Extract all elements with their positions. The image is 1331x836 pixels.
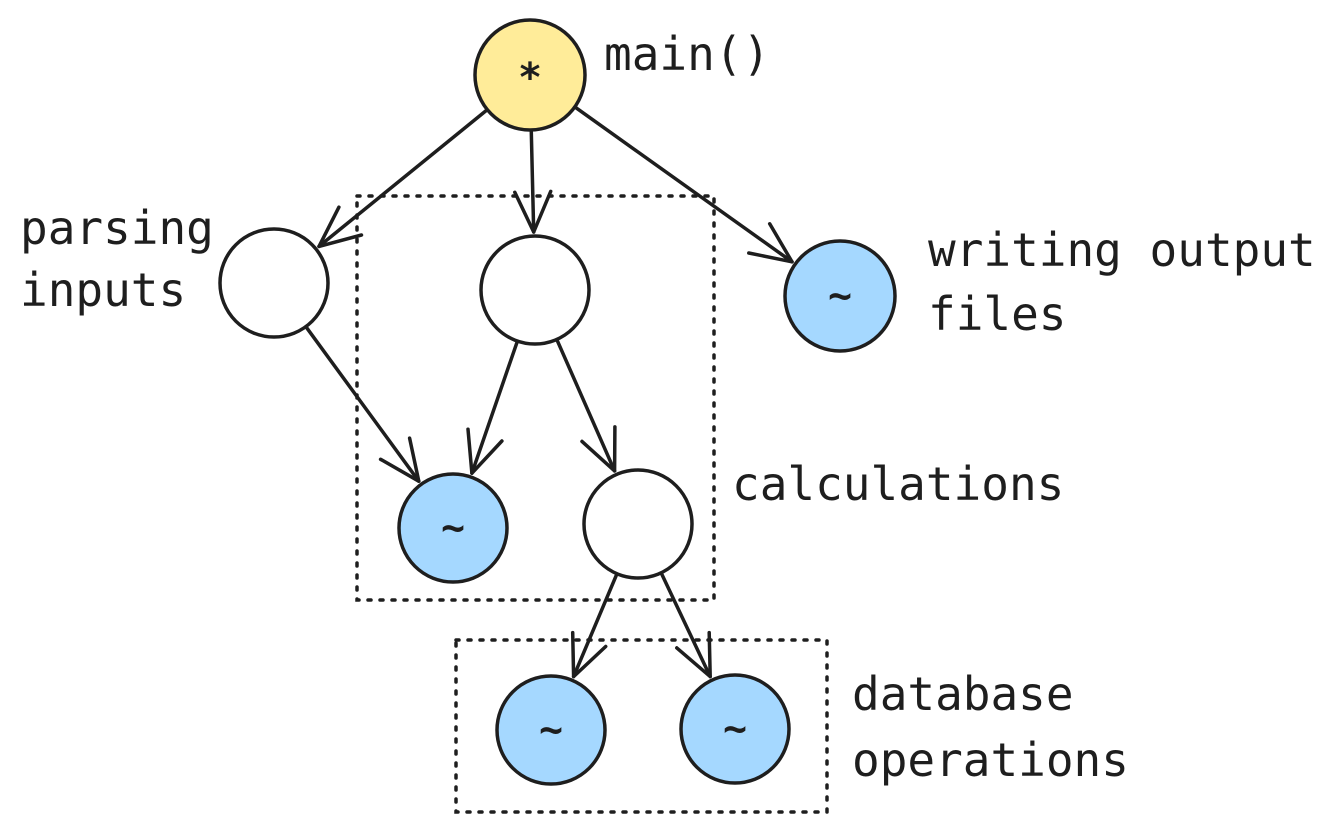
arrowhead-icon: [378, 436, 421, 483]
edge-calc-sub-to-db-2: [660, 572, 712, 679]
arrowhead-icon: [675, 630, 712, 679]
root-node-circle: [473, 18, 587, 132]
label-writing-line1: writing output: [928, 223, 1316, 277]
tilde-icon: ~: [441, 505, 465, 551]
label-database-line2: operations: [852, 733, 1129, 787]
tilde-icon: ~: [539, 707, 563, 753]
node-db-2: ~: [679, 673, 791, 785]
node-root: *: [473, 18, 587, 132]
arrowhead-icon: [580, 425, 617, 473]
label-database-line1: database: [852, 667, 1074, 721]
node-calc-io: ~: [397, 472, 509, 584]
edge-line: [529, 130, 536, 234]
tilde-icon: ~: [723, 706, 747, 752]
edge-root-to-writing: [574, 106, 794, 264]
edge-calc-top-to-calc-io: [466, 341, 519, 475]
db-1-node-circle: [495, 674, 607, 786]
asterisk-icon: *: [518, 55, 542, 101]
edge-line: [660, 572, 712, 679]
label-main: main(): [604, 27, 770, 81]
node-db-1: ~: [495, 674, 607, 786]
tilde-icon: ~: [828, 273, 852, 319]
arrowhead-icon: [317, 205, 364, 249]
edge-line: [555, 339, 617, 473]
arrowhead-icon: [513, 189, 553, 234]
edge-line: [317, 109, 488, 249]
label-parsing-line2: inputs: [20, 263, 186, 317]
db-2-node-circle: [679, 673, 791, 785]
edge-line: [470, 341, 519, 475]
node-calc-sub: [582, 468, 694, 580]
calc-top-node-circle: [479, 234, 591, 346]
edge-root-to-calc-top: [513, 130, 553, 234]
calc-sub-node-circle: [582, 468, 694, 580]
edge-calc-sub-to-db-1: [570, 573, 618, 679]
edge-calc-top-to-calc-sub: [555, 339, 617, 473]
edge-line: [574, 106, 794, 264]
database-group-box: [454, 638, 829, 814]
writing-node-circle: [783, 239, 897, 353]
label-calculations: calculations: [732, 457, 1064, 511]
node-writing: ~: [783, 239, 897, 353]
node-parsing: [218, 227, 330, 339]
edge-line: [571, 573, 618, 679]
edge-root-to-parsing: [317, 109, 488, 249]
arrowhead-icon: [747, 222, 794, 264]
calc-io-node-circle: [397, 472, 509, 584]
parsing-node-circle: [218, 227, 330, 339]
label-writing-line2: files: [928, 287, 1066, 341]
edges-layer: [305, 106, 794, 679]
edge-parsing-to-calc-io: [305, 326, 421, 483]
node-calc-top: [479, 234, 591, 346]
arrowhead-icon: [570, 630, 608, 679]
label-parsing-line1: parsing: [20, 201, 214, 255]
arrowhead-icon: [466, 427, 504, 475]
edge-line: [305, 326, 421, 483]
